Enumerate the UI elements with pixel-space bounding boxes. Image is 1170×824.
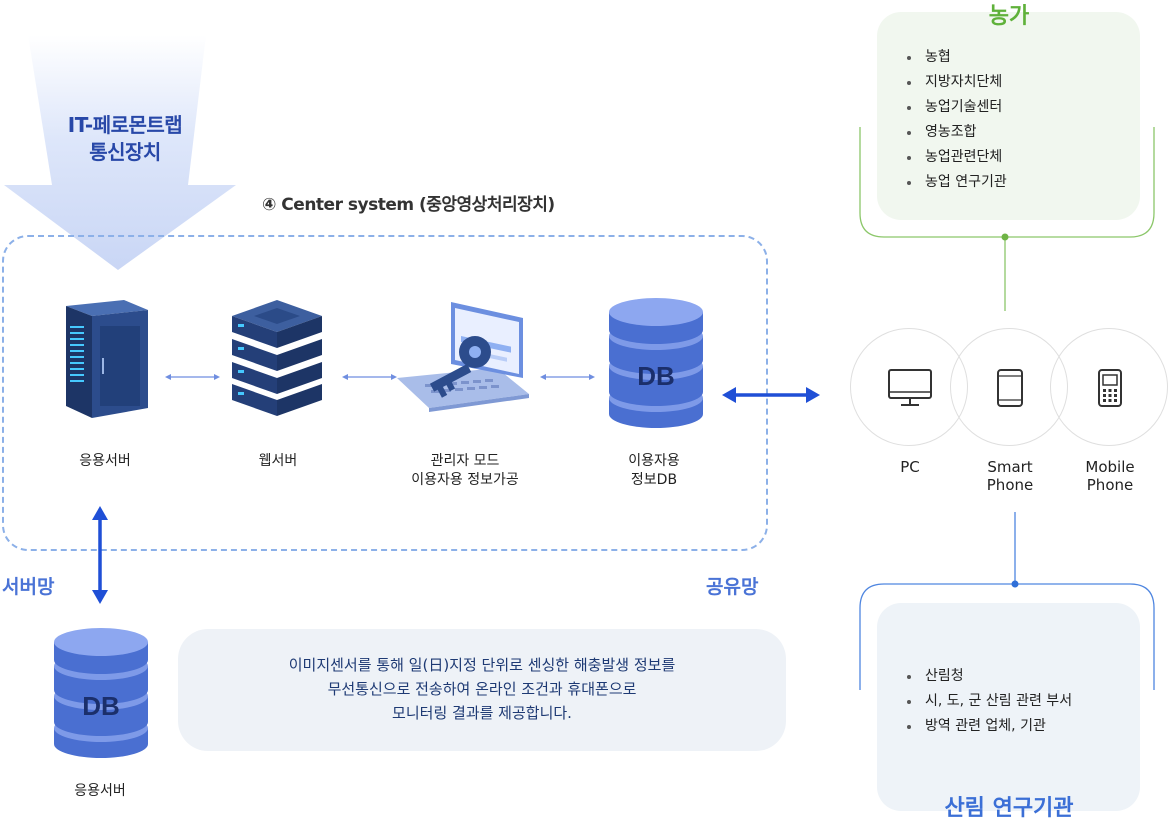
- server-net-arrow: [92, 506, 108, 604]
- smartphone-label-line1: Smart: [987, 458, 1033, 476]
- app-db-text: DB: [82, 691, 120, 721]
- app-db-cylinder-icon: DB: [54, 628, 148, 758]
- smartphone-label-line2: Phone: [986, 476, 1034, 494]
- user-db-cylinder-icon: DB: [609, 298, 703, 428]
- center-system-title: ④ Center system (중앙영상처리장치): [262, 195, 555, 215]
- description-box: [178, 629, 786, 751]
- farm-title: 농가: [988, 4, 1030, 29]
- pc-monitor-icon: [888, 369, 932, 406]
- farm-item: 농협: [903, 45, 1007, 70]
- input-arrow-shape: [4, 35, 236, 270]
- center-system-boundary: [2, 235, 768, 551]
- farm-list: 농협 지방자치단체 농업기술센터 영농조합 농업관련단체 농업 연구기관: [903, 45, 1007, 195]
- trap-device-label-line1: IT-페로몬트랩: [67, 113, 183, 137]
- forest-list: 산림청 시, 도, 군 산림 관련 부서 방역 관련 업체, 기관: [903, 664, 1072, 739]
- web-server-stack-icon: [232, 300, 322, 416]
- farm-item: 농업기술센터: [903, 95, 1007, 120]
- mobilephone-label: Mobile Phone: [1060, 458, 1160, 494]
- forest-title: 산림 연구기관: [944, 796, 1074, 821]
- farm-item: 농업관련단체: [903, 145, 1007, 170]
- mobilephone-label-line1: Mobile: [1085, 458, 1135, 476]
- description-text: 이미지센서를 통해 일(日)지정 단위로 센싱한 해충발생 정보를 무선통신으로…: [178, 653, 786, 725]
- admin-laptop-key-icon: [397, 302, 529, 412]
- farm-item: 지방자치단체: [903, 70, 1007, 95]
- forest-item: 방역 관련 업체, 기관: [903, 714, 1072, 739]
- trap-device-label-line2: 통신장치: [89, 140, 161, 164]
- link-arrow-3: [540, 374, 595, 380]
- farm-item: 영농조합: [903, 120, 1007, 145]
- farm-item: 농업 연구기관: [903, 170, 1007, 195]
- shared-net-label: 공유망: [706, 576, 759, 598]
- app-db-label: 응용서버: [74, 783, 126, 799]
- smartphone-icon: [997, 369, 1023, 407]
- user-db-label-line1: 이용자용: [628, 453, 680, 469]
- description-line3: 모니터링 결과를 제공합니다.: [392, 704, 572, 722]
- trap-device-label: IT-페로몬트랩 통신장치: [40, 112, 210, 166]
- forest-item: 시, 도, 군 산림 관련 부서: [903, 689, 1072, 714]
- admin-mode-label-line2: 이용자용 정보가공: [411, 472, 519, 488]
- web-server-label: 웹서버: [258, 453, 298, 469]
- mobilephone-circle: [1050, 328, 1168, 446]
- admin-mode-label: 관리자 모드 이용자용 정보가공: [380, 452, 550, 490]
- user-db-text: DB: [637, 361, 675, 391]
- link-arrow-2: [342, 374, 397, 380]
- forest-box: [877, 603, 1140, 811]
- description-line1: 이미지센서를 통해 일(日)지정 단위로 센싱한 해충발생 정보를: [288, 656, 676, 674]
- forest-bracket: [859, 512, 1155, 690]
- mobilephone-icon: [1098, 369, 1122, 407]
- mobilephone-label-line2: Phone: [1086, 476, 1134, 494]
- farm-box: [877, 12, 1140, 220]
- user-db-label: 이용자용 정보DB: [604, 452, 704, 490]
- server-net-label: 서버망: [2, 576, 55, 598]
- admin-mode-label-line1: 관리자 모드: [430, 453, 500, 469]
- forest-item: 산림청: [903, 664, 1072, 689]
- description-line2: 무선통신으로 전송하여 온라인 조건과 휴대폰으로: [327, 680, 637, 698]
- device-link-arrow: [722, 387, 820, 403]
- farm-bracket: [859, 127, 1155, 311]
- smartphone-label: Smart Phone: [960, 458, 1060, 494]
- pc-label: PC: [900, 458, 920, 476]
- app-server-rack-icon: [66, 300, 148, 418]
- user-db-label-line2: 정보DB: [630, 472, 678, 488]
- app-server-label: 응용서버: [79, 453, 131, 469]
- link-arrow-1: [165, 374, 220, 380]
